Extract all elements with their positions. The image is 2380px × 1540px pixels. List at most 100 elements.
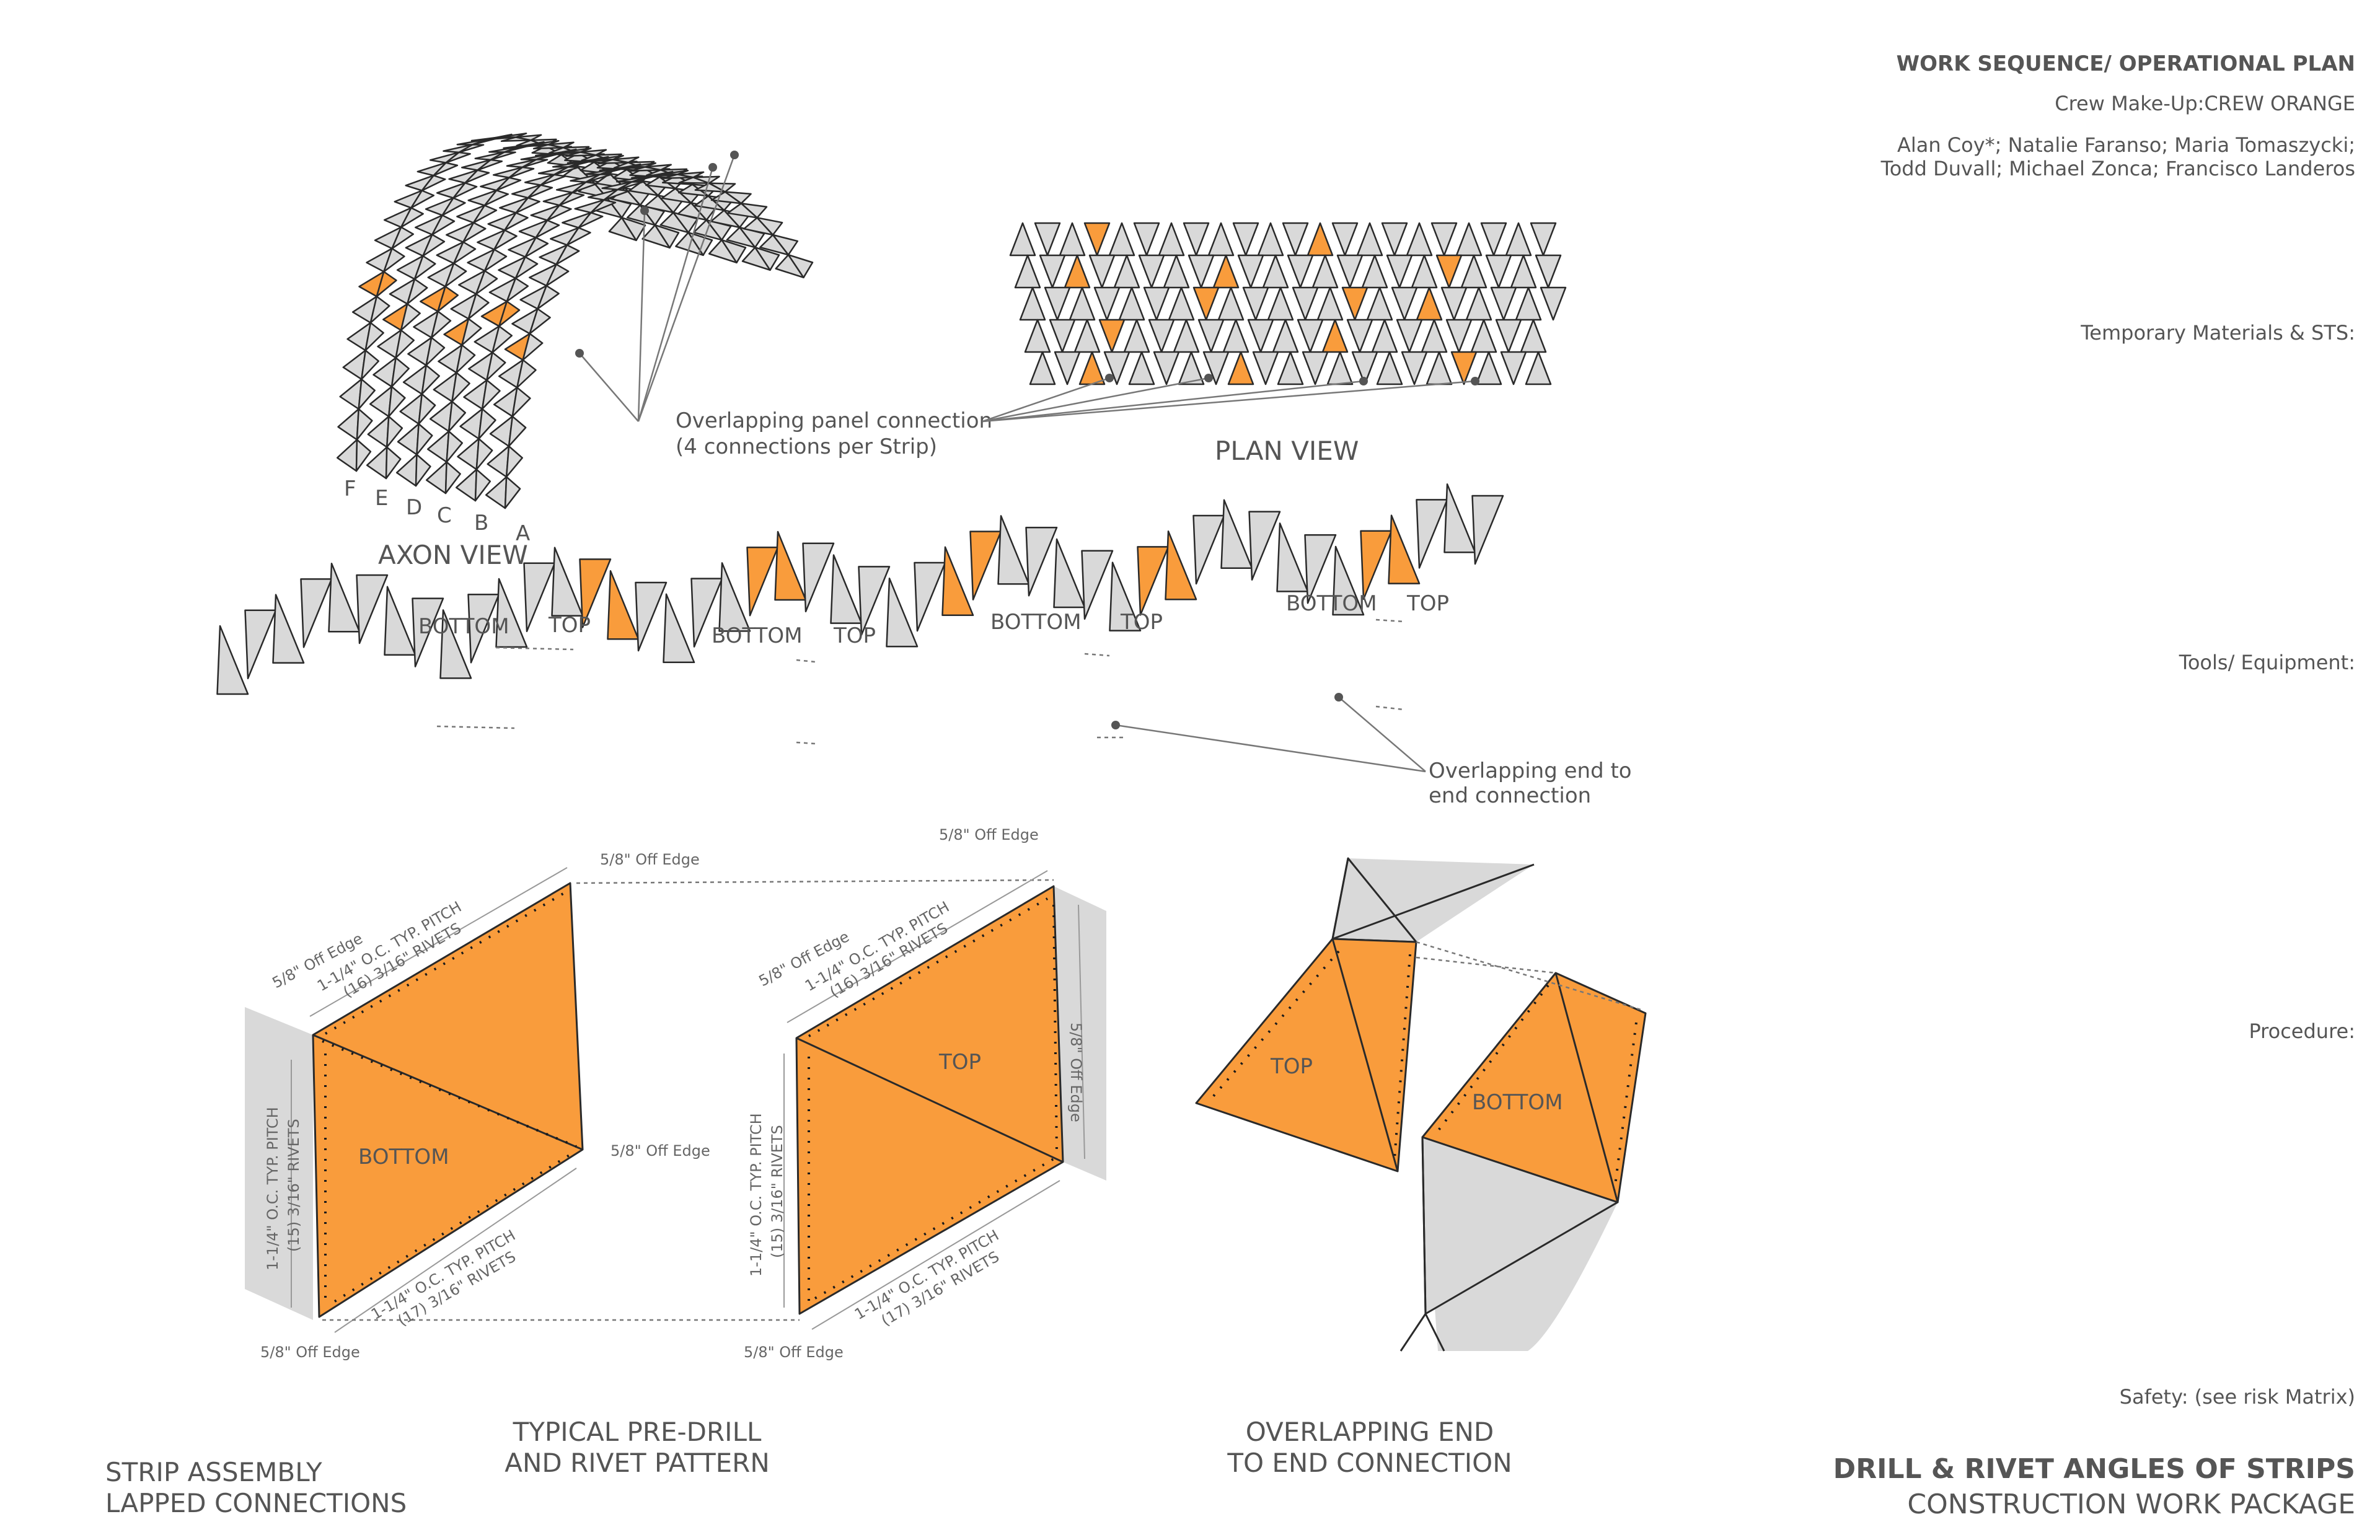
bottom-rivets-left: (15) 3/16" RIVETS (285, 1119, 302, 1252)
strip-mesh (216, 483, 1504, 695)
strip-triangle (1388, 514, 1421, 584)
plan-triangle (1396, 319, 1423, 353)
plan-mesh (1009, 222, 1567, 385)
axon-triangle (413, 255, 436, 280)
plan-triangle (1272, 319, 1299, 353)
axon-callout-leaders (575, 151, 739, 422)
strip-triangle (914, 561, 946, 632)
strip-label-top-2: TOP (833, 623, 876, 648)
plan-triangle (1351, 351, 1378, 385)
axon-triangle (483, 189, 509, 206)
axon-triangle (418, 393, 436, 425)
strip-label-bottom-4: BOTTOM (1286, 591, 1377, 616)
plan-triangle (1252, 351, 1279, 385)
axon-triangle (431, 214, 456, 235)
axon-triangle (474, 469, 491, 502)
plan-triangle (1525, 351, 1552, 385)
axon-triangle (451, 372, 470, 403)
strip-triangle (1053, 538, 1086, 609)
plan-triangle (1093, 286, 1121, 321)
top-off-edge-top: 5/8" Off Edge (939, 826, 1039, 843)
plan-triangle (1247, 319, 1274, 353)
strip-callout-leaders (1111, 693, 1426, 773)
axon-triangle (475, 438, 493, 470)
crew-makeup: Crew Make-Up:CREW ORANGE (2055, 92, 2355, 115)
plan-triangle (1475, 351, 1502, 385)
axon-triangle (571, 181, 598, 193)
strip-triangle (1025, 526, 1058, 597)
plan-triangle (1257, 222, 1284, 257)
axon-triangle (441, 197, 466, 216)
plan-triangle (1183, 222, 1210, 257)
strip-overlap-guides (436, 618, 1404, 745)
axon-triangle (339, 378, 363, 410)
caption-strip-assembly-1: STRIP ASSEMBLY (105, 1457, 322, 1487)
axon-triangle (564, 147, 592, 153)
strip-triangle (1443, 483, 1476, 553)
axon-triangle (521, 159, 549, 169)
strip-triangle (328, 562, 361, 633)
axon-triangle (514, 134, 542, 141)
plan-triangle (1416, 286, 1443, 321)
plan-triangle (1188, 254, 1215, 289)
axon-triangle (740, 202, 768, 219)
bottom-off-edge-right: 5/8" Off Edge (610, 1142, 710, 1159)
plan-triangle (1331, 222, 1359, 257)
strip-label-top-3: TOP (1120, 610, 1163, 635)
strip-triangle (1332, 545, 1365, 616)
plan-triangle (1297, 319, 1324, 353)
axon-triangle (464, 169, 490, 184)
axon-triangle (416, 423, 433, 455)
strip-triangle (1471, 495, 1504, 565)
top-rivets-left: (15) 3/16" RIVETS (769, 1125, 786, 1258)
strip-assembly: BOTTOM TOP BOTTOM TOP BOTTOM TOP BOTTOM … (216, 483, 1632, 808)
strip-triangle (1416, 499, 1448, 569)
axon-triangle (467, 293, 490, 320)
axon-triangle (477, 159, 503, 171)
axon-triangle (490, 151, 516, 161)
plan-triangle (1153, 351, 1180, 385)
axon-triangle (491, 325, 513, 354)
strip-triangle (886, 577, 919, 648)
strip-label-top-4: TOP (1406, 591, 1449, 616)
axon-triangle (578, 211, 604, 229)
plan-triangle (1237, 254, 1264, 289)
axon-triangle (355, 439, 372, 472)
plan-view: PLAN VIEW (982, 222, 1567, 466)
plan-triangle (1535, 254, 1562, 289)
axon-triangle (654, 224, 680, 249)
plan-triangle (1078, 351, 1106, 385)
plan-triangle (1202, 351, 1230, 385)
axon-letter-b: B (474, 511, 488, 535)
axon-triangle (553, 166, 580, 176)
plan-triangle (1440, 286, 1468, 321)
caption-strip-assembly-2: LAPPED CONNECTIONS (105, 1488, 407, 1518)
plan-triangle (1282, 222, 1309, 257)
axon-triangle (475, 270, 498, 295)
axon-triangle (620, 216, 646, 242)
strip-triangle (746, 546, 779, 617)
strip-triangle (774, 530, 807, 601)
axon-triangle (590, 199, 617, 214)
overlap-bottom-label: BOTTOM (1472, 1090, 1563, 1115)
sheet-title: DRILL & RIVET ANGLES OF STRIPS (1833, 1453, 2355, 1485)
axon-triangle (462, 222, 487, 243)
axon-triangle (756, 217, 783, 236)
plan-triangle (1361, 254, 1388, 289)
axon-triangle (387, 385, 406, 418)
axon-triangle (406, 278, 428, 305)
plan-triangle (1371, 319, 1398, 353)
plan-triangle (1316, 286, 1344, 321)
top-panel-label: TOP (938, 1050, 981, 1075)
top-off-edge-right: 5/8" Off Edge (1067, 1023, 1085, 1122)
axon-triangle (478, 408, 496, 440)
strip-triangle (997, 515, 1030, 585)
axon-triangle (395, 329, 415, 359)
strip-triangle (1192, 514, 1225, 585)
caption-pre-drill-1: TYPICAL PRE-DRILL (513, 1417, 762, 1447)
axon-letter-e: E (375, 486, 388, 511)
plan-view-title: PLAN VIEW (1215, 436, 1359, 466)
axon-triangle (356, 408, 373, 441)
plan-triangle (1262, 254, 1289, 289)
